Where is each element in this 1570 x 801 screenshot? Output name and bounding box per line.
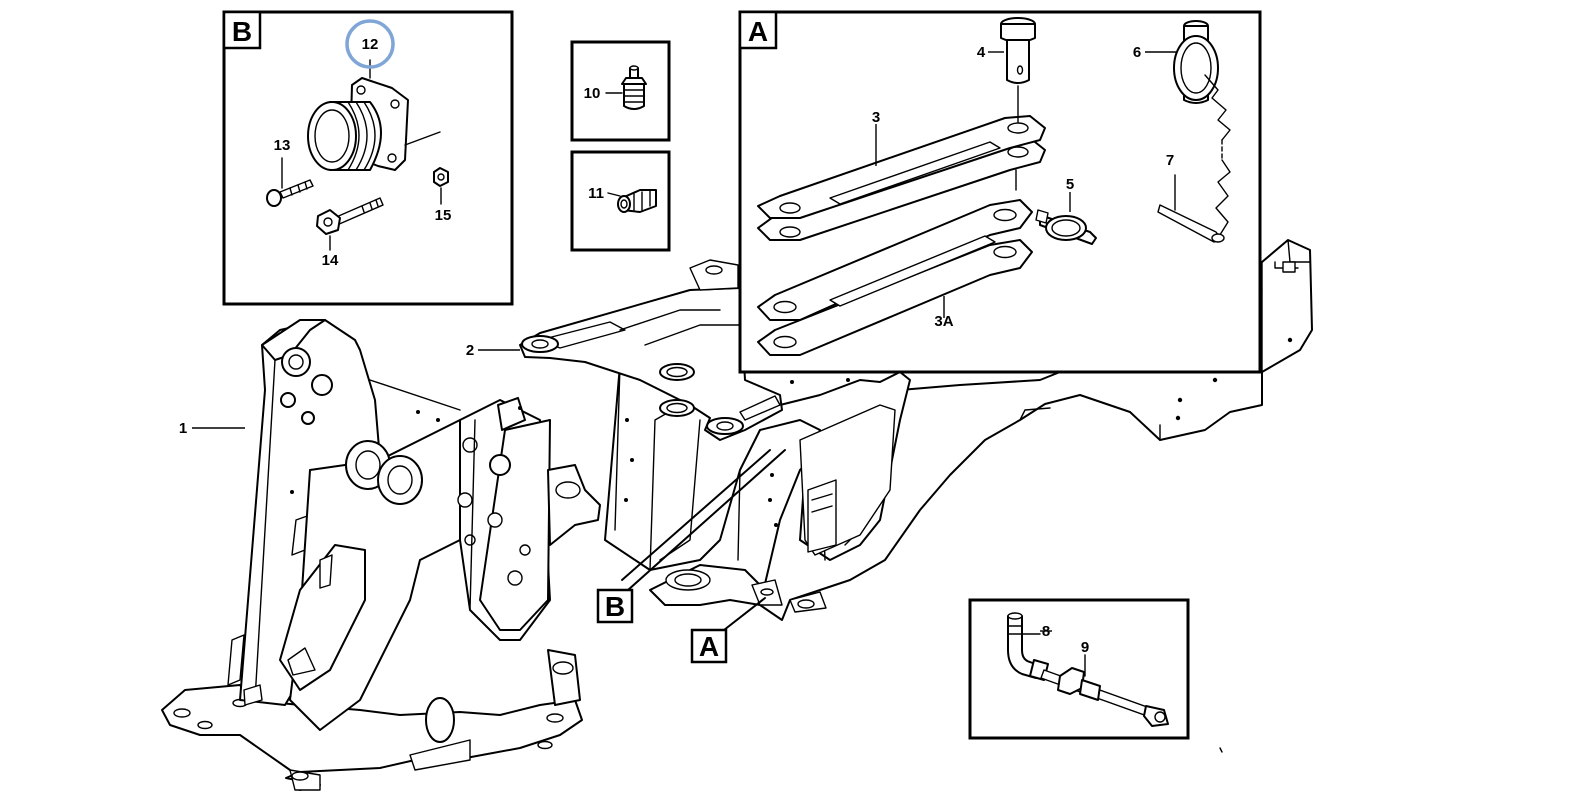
- detail-box-nipple-11: [570, 150, 671, 252]
- callout-1: 1: [179, 420, 187, 437]
- callout-8: 8: [1042, 623, 1050, 640]
- link-3: [757, 115, 1046, 241]
- detail-box-a-letter-frame: [738, 10, 778, 50]
- link-3a: [757, 199, 1033, 356]
- highlight-ring-12: [345, 19, 395, 69]
- cotter-pin-7: [1157, 174, 1225, 243]
- callout-6: 6: [1133, 44, 1141, 61]
- reference-tag-a: A: [690, 597, 766, 664]
- washer-15: [433, 167, 449, 205]
- front-frame: [161, 319, 601, 791]
- callout-9: 9: [1081, 639, 1089, 656]
- callout-15: 15: [435, 207, 452, 224]
- lynch-pin-5: [1035, 209, 1097, 245]
- pin-4: [1000, 17, 1036, 123]
- detail-box-b-letter: B: [232, 16, 252, 47]
- flange-bearing-12: [307, 59, 441, 171]
- detail-box-grease-nipple-10: [570, 40, 671, 142]
- hose-9: [1040, 654, 1169, 727]
- callout-14: 14: [322, 252, 339, 269]
- upper-linkage-plate: [519, 259, 783, 441]
- callout-2: 2: [466, 342, 474, 359]
- bolt-14: [316, 197, 384, 251]
- callout-numbers: 1 2 3 3A 4 5 6 7 8 9 10 11 12 13 14 15: [179, 36, 1174, 656]
- detail-box-fittings-8-9: [968, 598, 1190, 740]
- detail-box-a-letter: A: [748, 16, 768, 47]
- callout-5: 5: [1066, 176, 1074, 193]
- callout-10: 10: [584, 85, 601, 102]
- rear-frame-section: [759, 239, 1313, 621]
- callout-12: 12: [362, 36, 379, 53]
- reference-tag-a-letter: A: [699, 631, 719, 662]
- detail-box-b: B: [222, 10, 514, 306]
- reference-tag-b-letter: B: [605, 591, 625, 622]
- callout-3: 3: [872, 109, 880, 126]
- callout-13: 13: [274, 137, 291, 154]
- callout-3a: 3A: [934, 313, 953, 330]
- reference-tag-b: B: [596, 449, 786, 624]
- callout-4: 4: [977, 44, 986, 61]
- bolt-13: [266, 157, 314, 207]
- detail-box-b-letter-frame: [222, 10, 262, 50]
- callout-11: 11: [588, 185, 604, 202]
- callout-7: 7: [1166, 152, 1174, 169]
- stray-mark: [1219, 747, 1223, 753]
- pin-6-with-chain: [1173, 20, 1231, 239]
- detail-box-a: A: [738, 10, 1262, 374]
- leader-lines: [192, 51, 1176, 632]
